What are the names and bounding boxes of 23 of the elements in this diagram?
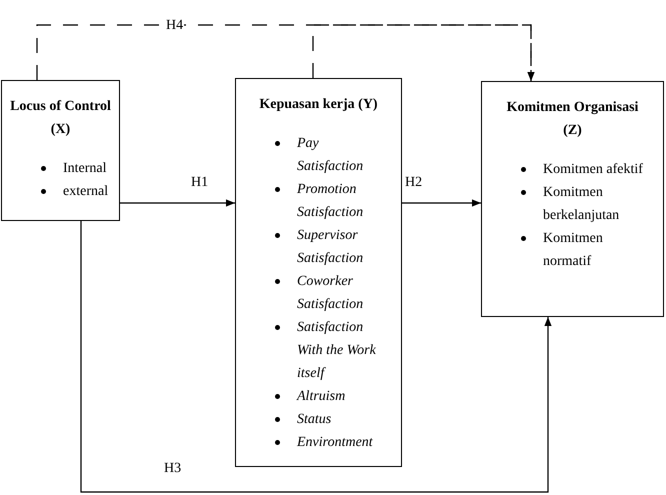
list-item: Supervisor Satisfaction bbox=[297, 227, 364, 268]
box-heading: Kepuasan kerja (Y) bbox=[258, 96, 379, 114]
list-item: Satisfaction With the Work itself bbox=[297, 319, 377, 383]
list-item: Environtment bbox=[297, 434, 374, 452]
list-item: Promotion Satisfaction bbox=[297, 181, 364, 222]
list-item: external bbox=[63, 183, 110, 201]
variable-box bbox=[1, 80, 120, 221]
box-heading: Komitmen Organisasi (Z) bbox=[506, 99, 640, 140]
arrow bbox=[120, 199, 235, 207]
list-item: Komitmen berkelanjutan bbox=[543, 184, 620, 225]
list-item: Pay Satisfaction bbox=[297, 135, 364, 176]
arrow bbox=[312, 24, 535, 81]
list-item: Status bbox=[297, 411, 332, 429]
list-item: Altruism bbox=[297, 388, 346, 406]
list-item: Komitmen afektif bbox=[543, 161, 643, 179]
arrow bbox=[80, 221, 552, 493]
box-heading: Locus of Control (X) bbox=[9, 98, 112, 139]
list-item: Komitmen normatif bbox=[543, 230, 604, 271]
list-item: Coworker Satisfaction bbox=[297, 273, 364, 314]
variable-box bbox=[481, 81, 664, 317]
variable-box bbox=[235, 78, 402, 467]
arrow bbox=[402, 199, 481, 207]
list-item: Internal bbox=[63, 160, 108, 178]
